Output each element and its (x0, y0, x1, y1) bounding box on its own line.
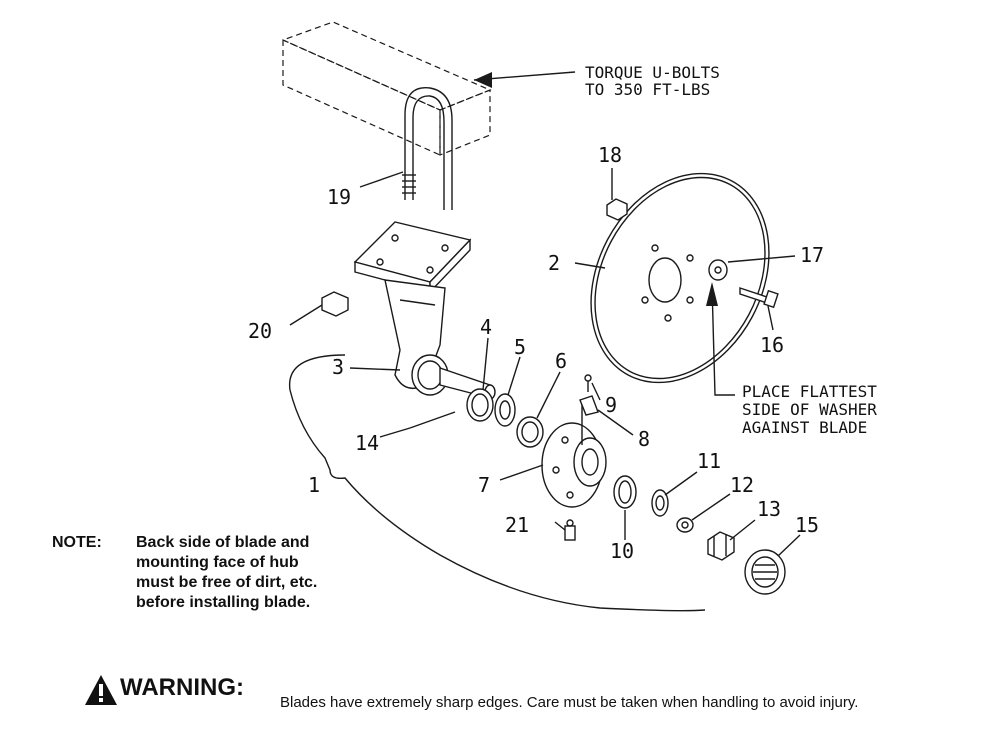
note-body: Back side of blade and mounting face of … (136, 533, 366, 613)
note-line-1: Back side of blade and (136, 534, 310, 551)
part-label-18: 18 (598, 143, 622, 167)
part-label-19: 19 (327, 185, 351, 209)
warning-triangle-icon (85, 675, 117, 705)
cotter-pin (409, 411, 456, 429)
washer-callout-line2: SIDE OF WASHER (742, 400, 877, 419)
blade-washer (708, 259, 728, 281)
washer-callout-line3: AGAINST BLADE (742, 418, 867, 437)
outer-cone (651, 489, 669, 517)
lock-nut (321, 291, 349, 317)
part-label-12: 12 (730, 473, 754, 497)
blade (590, 172, 770, 384)
part-label-7: 7 (478, 473, 490, 497)
part-label-2: 2 (548, 251, 560, 275)
part-label-14: 14 (355, 431, 379, 455)
spindle-arm (353, 221, 472, 389)
grease-fitting (579, 374, 599, 416)
part-label-21: 21 (505, 513, 529, 537)
washer-callout-line1: PLACE FLATTEST (742, 382, 877, 401)
castle-nut (707, 531, 735, 561)
torque-callout-line2: TO 350 FT-LBS (585, 80, 710, 99)
note-heading: NOTE: (52, 534, 102, 551)
bearing-cup (466, 388, 494, 422)
note-line-4: before installing blade. (136, 594, 311, 611)
part-label-11: 11 (697, 449, 721, 473)
part-label-17: 17 (800, 243, 824, 267)
part-label-5: 5 (514, 335, 526, 359)
note-line-3: must be free of dirt, etc. (136, 574, 318, 591)
part-label-16: 16 (760, 333, 784, 357)
blade-nut (606, 198, 628, 221)
u-bolt (402, 87, 453, 210)
note-line-2: mounting face of hub (136, 554, 299, 571)
part-label-8: 8 (638, 427, 650, 451)
blade-bolt (739, 287, 779, 309)
warning-heading: WARNING: (120, 674, 244, 701)
dust-cap (744, 549, 786, 595)
hub (541, 400, 607, 508)
part-label-4: 4 (480, 315, 492, 339)
bearing-cone (494, 393, 516, 427)
seal-ring (516, 416, 544, 448)
leader-lines (289, 71, 801, 557)
assembly-bracket (288, 354, 706, 612)
part-label-9: 9 (605, 393, 617, 417)
part-label-20: 20 (248, 319, 272, 343)
part-label-1: 1 (308, 473, 320, 497)
washer (676, 517, 694, 533)
part-label-15: 15 (795, 513, 819, 537)
warning-text: Blades have extremely sharp edges. Care … (280, 694, 859, 711)
outer-cup (613, 475, 637, 509)
zerk (564, 519, 576, 541)
part-label-3: 3 (332, 355, 344, 379)
part-label-10: 10 (610, 539, 634, 563)
part-label-6: 6 (555, 349, 567, 373)
part-label-13: 13 (757, 497, 781, 521)
toolbar-tube (281, 21, 492, 156)
torque-callout-line1: TORQUE U-BOLTS (585, 63, 720, 82)
